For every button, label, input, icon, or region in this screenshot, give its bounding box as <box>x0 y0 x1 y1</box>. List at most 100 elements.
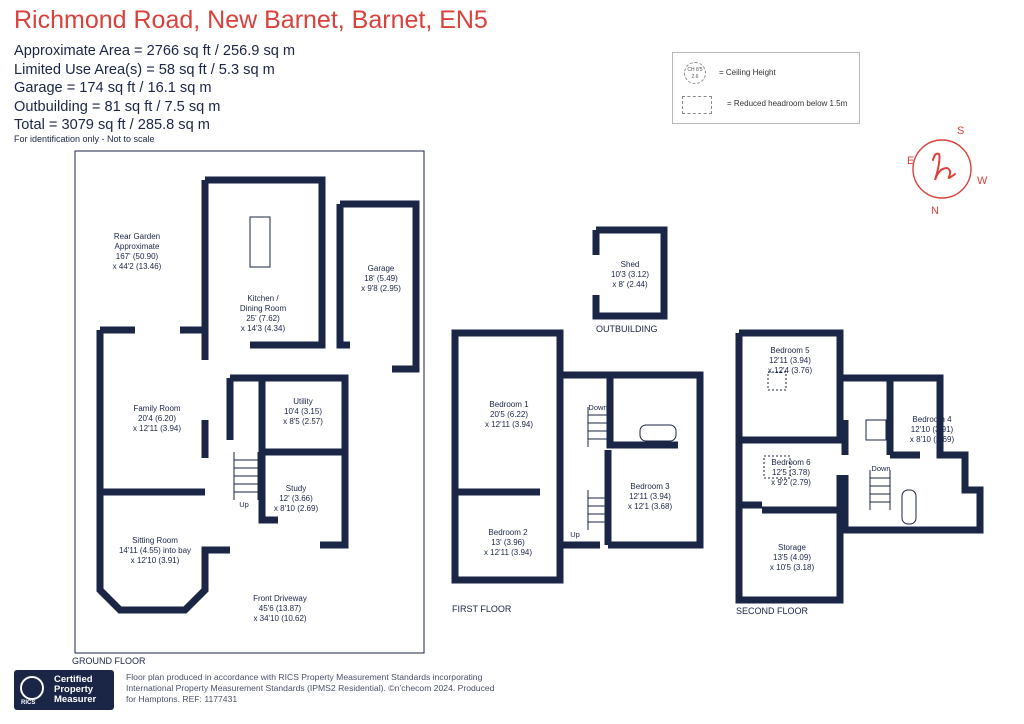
wall-bed6-storage <box>735 475 844 604</box>
front-driveway-label-line: x 34'10 (10.62) <box>253 614 307 623</box>
shed-label-line: 10'3 (3.12) <box>611 270 649 279</box>
bath-second-floor <box>901 489 917 525</box>
bath-first-floor <box>639 424 677 442</box>
storage-label-line: 13'5 (4.09) <box>773 553 811 562</box>
kitchen-label-line: 25' (7.62) <box>246 314 280 323</box>
wall-kitchen <box>201 176 326 349</box>
badge-line-2: Property <box>54 684 94 695</box>
sitting-room-label-line: Sitting Room <box>132 536 178 545</box>
wall-utility-study <box>230 374 349 549</box>
sitting-room-label-line: x 12'10 (3.91) <box>130 556 180 565</box>
area-approximate: Approximate Area = 2766 sq ft / 256.9 sq… <box>14 43 296 59</box>
site-boundary <box>74 150 425 654</box>
wall-garage <box>336 200 420 373</box>
bedroom-6-label-line: x 9'2 (2.79) <box>771 478 811 487</box>
shed-label-line: x 8' (2.44) <box>612 280 648 289</box>
stairs-down-first-label: Down <box>588 403 608 412</box>
property-title: Richmond Road, New Barnet, Barnet, EN5 <box>14 6 488 34</box>
family-room-label-line: 20'4 (6.20) <box>138 414 176 423</box>
first-floor-label: FIRST FLOOR <box>452 604 512 614</box>
utility-label-line: x 8'5 (2.57) <box>283 417 323 426</box>
rear-garden-label-line: 167' (50.90) <box>115 252 159 261</box>
ceiling-height-label: = Ceiling Height <box>719 68 776 77</box>
garage-label-line: Garage <box>367 264 395 273</box>
study-label-line: 12' (3.66) <box>279 494 313 503</box>
bedroom-2-label-line: x 12'11 (3.94) <box>483 548 533 557</box>
stairs-up-ground-label: Up <box>239 500 249 509</box>
compass-letter-w: W <box>977 175 988 187</box>
bedroom-3-label-line: Bedroom 3 <box>630 482 670 491</box>
outbuilding-label: OUTBUILDING <box>596 324 658 334</box>
footer-disclaimer: Floor plan produced in accordance with R… <box>126 672 495 704</box>
bedroom-6-label-line: 12'5 (3.78) <box>772 468 810 477</box>
reduced-headroom-label: = Reduced headroom below 1.5m <box>727 99 848 108</box>
kitchen-label-line: x 14'3 (4.34) <box>240 324 286 333</box>
family-room-label-line: x 12'11 (3.94) <box>132 424 182 433</box>
stairs-second <box>869 470 891 510</box>
stairs-ground <box>233 452 259 500</box>
storage-label-line: Storage <box>777 543 807 552</box>
wall-bed5 <box>735 329 844 509</box>
wall-hall <box>201 378 234 458</box>
bedroom-5-label-line: x 12'4 (3.76) <box>767 366 813 375</box>
reduced-headroom-icon <box>682 96 712 114</box>
ceiling-height-icon: CH 8'5 2.6 <box>684 62 706 84</box>
wall-living <box>96 330 230 614</box>
area-limited-use: Limited Use Area(s) = 58 sq ft / 5.3 sq … <box>14 61 275 78</box>
bedroom-4-label-line: 12'10 (3.91) <box>910 425 954 434</box>
ground-floor-label: GROUND FLOOR <box>72 656 146 666</box>
kitchen-island <box>249 216 271 268</box>
shower-tray <box>865 419 887 441</box>
reduced-headroom-bed6 <box>763 455 791 479</box>
legend-box: CH 8'5 2.6 = Ceiling Height = Reduced he… <box>672 52 860 124</box>
compass-ring <box>912 139 972 199</box>
area-outbuilding: Outbuilding = 81 sq ft / 7.5 sq m <box>14 98 221 115</box>
wall-first-left <box>451 329 564 584</box>
bedroom-2-label-line: 13' (3.96) <box>491 538 525 547</box>
compass-letter-s: S <box>957 125 964 137</box>
shed-label-line: Shed <box>620 260 640 269</box>
study-label-line: Study <box>285 484 307 493</box>
kitchen-label-line: Dining Room <box>239 304 287 313</box>
bedroom-2-label-line: Bedroom 2 <box>488 528 528 537</box>
rear-garden-label-line: Rear Garden <box>113 232 161 241</box>
garage-label-line: x 9'8 (2.95) <box>361 284 401 293</box>
kitchen-label-line: Kitchen / <box>247 294 279 303</box>
stairs-first-down <box>587 490 609 530</box>
garage-label-line: 18' (5.49) <box>364 274 398 283</box>
rear-garden-label-line: Approximate <box>114 242 160 251</box>
compass-logo: S E W N <box>907 125 988 216</box>
bedroom-5-label-line: Bedroom 5 <box>770 346 810 355</box>
utility-label-line: Utility <box>293 397 313 406</box>
wall-second-right <box>840 374 984 534</box>
area-total: Total = 3079 sq ft / 285.8 sq m <box>14 117 210 134</box>
badge-line-1: Certified <box>54 674 93 685</box>
bedroom-5-label-line: 12'11 (3.94) <box>769 356 811 365</box>
compass-letter-e: E <box>907 155 914 167</box>
wall-bathroom <box>841 475 945 534</box>
stairs-first-up <box>587 407 609 447</box>
area-summary: Approximate Area = 2766 sq ft / 256.9 sq… <box>14 42 295 135</box>
bedroom-3-label-line: 12'11 (3.94) <box>629 492 671 501</box>
area-garage: Garage = 174 sq ft / 16.1 sq m <box>14 80 212 97</box>
bedroom-4-label-line: x 8'10 (2.69) <box>909 435 955 444</box>
bedroom-1-label-line: x 12'11 (3.94) <box>484 420 534 429</box>
front-driveway-label-line: 45'6 (13.87) <box>258 604 302 613</box>
stairs-up-first-label: Up <box>570 530 580 539</box>
